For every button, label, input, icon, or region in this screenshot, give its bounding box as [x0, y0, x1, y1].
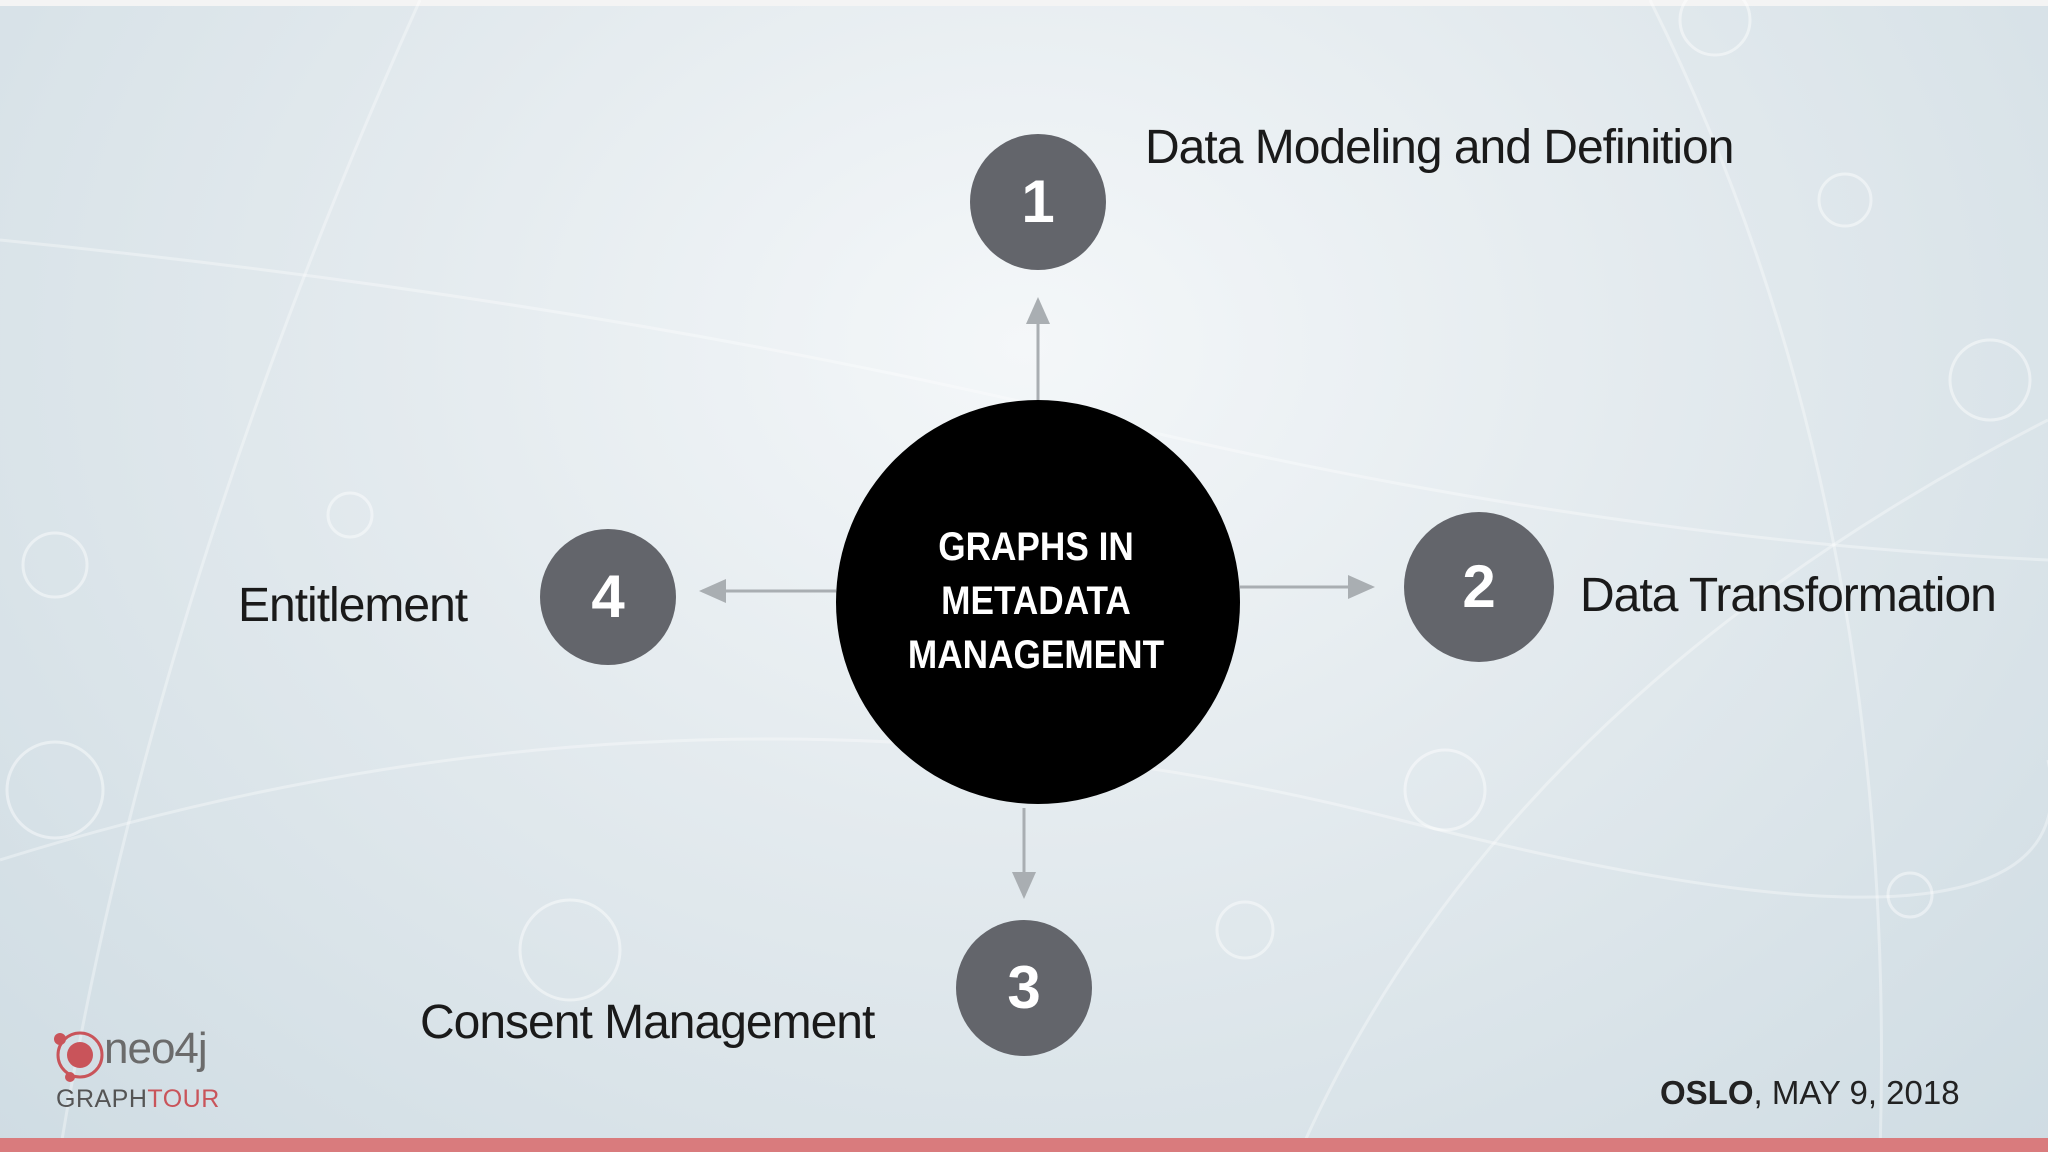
node-number-4: 4: [591, 563, 625, 630]
center-title-line-1: GRAPHS IN: [938, 525, 1134, 569]
center-circle: [836, 400, 1240, 804]
node-circle-2: [1404, 512, 1554, 662]
logo-subtitle: GRAPHTOUR: [56, 1085, 220, 1114]
center-title-line-3: MANAGEMENT: [907, 633, 1165, 677]
logo-subtitle-tour: TOUR: [147, 1085, 220, 1113]
top-border: [0, 0, 2048, 6]
footer-location-date: OSLO, MAY 9, 2018: [1660, 1074, 1960, 1112]
logo-subtitle-graph: GRAPH: [56, 1085, 148, 1113]
center-title-line-2: METADATA: [941, 579, 1131, 623]
node-label-3: Consent Management: [420, 996, 875, 1049]
node-number-1: 1: [1021, 168, 1055, 235]
node-label-4: Entitlement: [238, 579, 468, 632]
bottom-accent-bar: [0, 1138, 2048, 1152]
neo4j-logo-icon: [54, 1031, 104, 1082]
node-circle-1: [970, 134, 1106, 270]
node-number-3: 3: [1007, 954, 1041, 1021]
logo-brand: neo4j: [104, 1024, 208, 1073]
node-circle-3: [956, 920, 1092, 1056]
node-number-2: 2: [1462, 553, 1496, 620]
node-circle-4: [540, 529, 676, 665]
node-label-2: Data Transformation: [1580, 569, 1997, 622]
node-label-1: Data Modeling and Definition: [1145, 121, 1734, 174]
footer-date: , MAY 9, 2018: [1753, 1074, 1960, 1111]
footer-city: OSLO: [1660, 1074, 1754, 1111]
center-title: GRAPHS IN METADATA MANAGEMENT: [869, 520, 1203, 682]
